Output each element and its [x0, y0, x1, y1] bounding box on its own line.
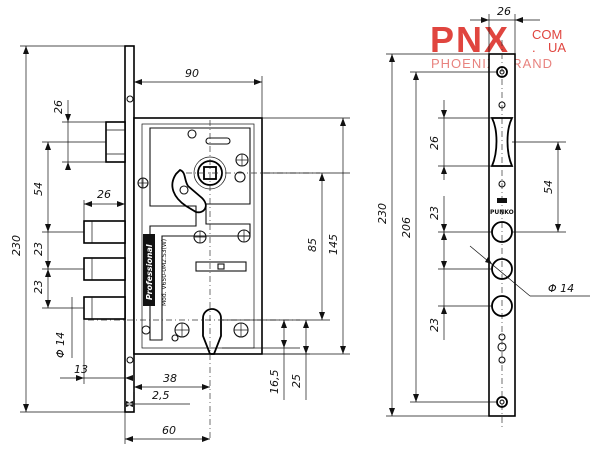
right-dimensions: 26 230 206 26 23 23 54 [376, 5, 590, 417]
dim-bolt-spacing-1: 23 [32, 242, 45, 256]
brand-logo: PNX COM . UA PHOENIX GRAND [430, 19, 566, 71]
dim-latch-height: 26 [52, 100, 65, 114]
dim-cylinder-height-b: 25 [290, 374, 303, 388]
label-plate [195, 261, 247, 272]
lever-arm [171, 168, 207, 214]
dim-faceplate-offset: 2,5 [152, 389, 170, 402]
engraving-line1: Professional [145, 244, 154, 300]
engraving: Professional Mod. V650-0M2.S3(W) [143, 234, 168, 306]
dim-cylinder-offset: 38 [163, 372, 177, 385]
dead-bolt-3 [83, 296, 126, 320]
latch-bolt [105, 121, 126, 163]
dim-faceplate-width: 26 [497, 5, 511, 18]
screw-hole [187, 129, 197, 139]
dim-body-width: 90 [185, 67, 199, 80]
dim-fp-spacing-2: 23 [428, 318, 441, 332]
dead-bolt-1 [83, 220, 126, 244]
dim-fp-hole-diameter: Φ 14 [548, 282, 574, 295]
dim-fp-latch-offset: 54 [542, 180, 555, 194]
latch-opening [490, 117, 514, 167]
dead-bolt-2 [83, 257, 126, 281]
dim-latch-offset: 54 [32, 182, 45, 196]
faceplate-screw-top [126, 95, 134, 103]
logo-domain-top: COM [532, 27, 562, 42]
logo-domain-bottom: UA [548, 40, 566, 55]
dim-faceplate-height: 230 [376, 203, 389, 224]
dim-overall-height: 230 [10, 235, 23, 256]
dim-faceplate-inner: 206 [400, 217, 413, 238]
faceplate-stamp: PUNKO [490, 209, 514, 216]
faceplate-screw-bottom [126, 356, 134, 364]
dim-bolt-width: 26 [97, 188, 111, 201]
lock-side-view: Professional Mod. V650-0M2.S3(W) [83, 45, 320, 440]
left-dimensions: 230 90 26 54 26 23 23 Φ 14 [10, 45, 350, 444]
dim-bolt-spacing-2: 23 [32, 280, 45, 294]
lock-case-inner [141, 123, 255, 349]
dim-bolt-extension: 13 [74, 363, 88, 376]
dim-spindle-top: 145 [327, 234, 340, 255]
faceplate-front-view: PUNKO [488, 40, 516, 430]
dim-bolt-diameter: Φ 14 [54, 332, 67, 358]
dim-backset: 60 [162, 424, 176, 437]
logo-dot: . [532, 40, 536, 55]
dim-cylinder-height-a: 16,5 [268, 370, 281, 395]
dim-cylinder-spindle: 85 [306, 238, 319, 252]
dim-fp-latch-height: 26 [428, 136, 441, 150]
dim-fp-spacing-1: 23 [428, 206, 441, 220]
top-slot [205, 137, 231, 145]
cylinder-cutout [202, 308, 222, 355]
engraving-line2: Mod. V650-0M2.S3(W) [161, 239, 168, 306]
logo-main: PNX [430, 19, 510, 60]
